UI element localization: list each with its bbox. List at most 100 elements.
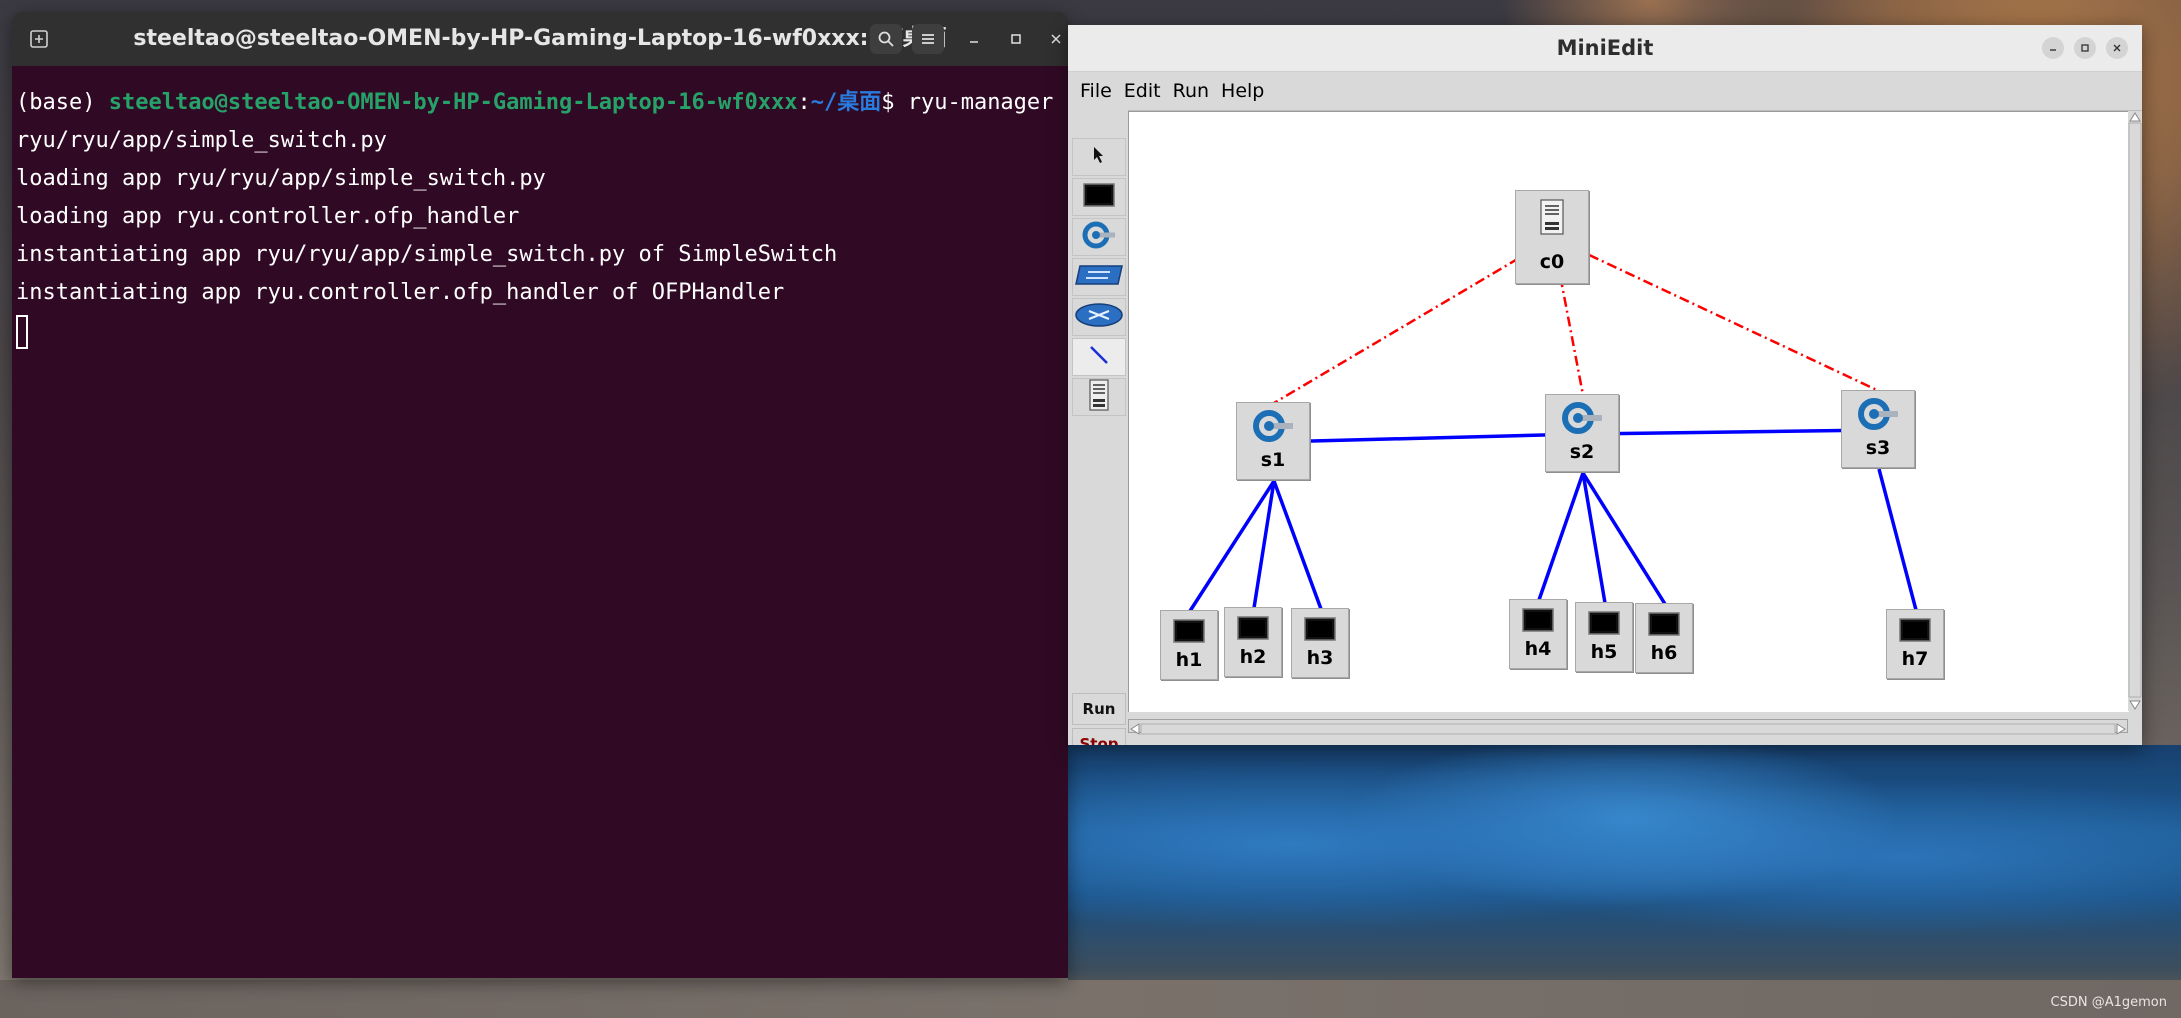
node-label: h2 [1239, 646, 1267, 668]
host-icon [1173, 619, 1205, 647]
link-s1-h2[interactable] [1252, 480, 1276, 609]
close-icon[interactable] [1044, 27, 1068, 51]
horizontal-scrollbar[interactable] [1128, 719, 2128, 735]
menu-icon[interactable] [912, 24, 944, 54]
wallpaper-sea [1068, 745, 2181, 995]
new-tab-icon[interactable] [26, 26, 52, 52]
host-icon [1083, 183, 1115, 211]
switch-tool[interactable] [1072, 218, 1126, 256]
host-icon [1899, 618, 1931, 646]
link-s3-h7[interactable] [1877, 468, 1918, 611]
output-line: instantiating app ryu/ryu/app/simple_swi… [16, 242, 838, 267]
menu-help[interactable]: Help [1221, 80, 1265, 102]
menu-bar: File Edit Run Help [1068, 72, 2142, 111]
select-tool[interactable] [1072, 138, 1126, 176]
host-node-h1[interactable]: h1 [1160, 610, 1218, 680]
host-icon [1237, 616, 1269, 644]
run-button[interactable]: Run [1072, 693, 1126, 725]
output-line: loading app ryu.controller.ofp_handler [16, 204, 520, 229]
output-line: instantiating app ryu.controller.ofp_han… [16, 280, 785, 305]
node-label: h3 [1306, 647, 1334, 669]
menu-edit[interactable]: Edit [1123, 80, 1161, 102]
topology-canvas[interactable]: c0 s1 s2 s3 h1 [1128, 111, 2129, 712]
host-node-h6[interactable]: h6 [1635, 603, 1693, 673]
node-label: h7 [1901, 648, 1929, 670]
prompt-command: ryu-manager [907, 90, 1054, 115]
node-label: s3 [1865, 437, 1891, 459]
prompt-line: (base) steeltao@steeltao-OMEN-by-HP-Gami… [16, 84, 1064, 122]
output-line: ryu/ryu/app/simple_switch.py [16, 128, 387, 153]
wallpaper-ground [0, 980, 2181, 1018]
link-s1-h1[interactable] [1188, 480, 1276, 612]
controller-node-c0[interactable]: c0 [1515, 190, 1589, 284]
host-node-h3[interactable]: h3 [1291, 608, 1349, 678]
node-label: h4 [1524, 638, 1552, 660]
host-node-h5[interactable]: h5 [1575, 602, 1633, 672]
prompt-env: (base) [16, 90, 109, 115]
miniedit-window[interactable]: MiniEdit File Edit Run Help [1068, 25, 2142, 745]
node-label: s2 [1569, 441, 1595, 463]
vertical-scrollbar[interactable] [2128, 111, 2142, 711]
tool-palette: Run Stop [1068, 110, 1128, 745]
link-s2-h6[interactable] [1581, 472, 1667, 605]
node-label: h5 [1590, 641, 1618, 663]
link-tool[interactable] [1072, 338, 1126, 376]
search-icon[interactable] [870, 24, 902, 54]
host-icon [1304, 617, 1336, 645]
link-icon [1087, 344, 1111, 370]
host-icon [1522, 608, 1554, 636]
miniedit-titlebar[interactable]: MiniEdit [1068, 25, 2142, 72]
prompt-user-host: steeltao@steeltao-OMEN-by-HP-Gaming-Lapt… [108, 90, 798, 115]
controller-icon [1539, 199, 1565, 239]
menu-file[interactable]: File [1080, 80, 1112, 102]
host-node-h4[interactable]: h4 [1509, 599, 1567, 669]
miniedit-title: MiniEdit [1556, 36, 1654, 60]
stop-button[interactable]: Stop [1072, 728, 1126, 745]
link-s2-h4[interactable] [1537, 472, 1585, 601]
minimize-icon[interactable] [2042, 37, 2064, 59]
maximize-icon[interactable] [2074, 37, 2096, 59]
node-label: s1 [1260, 449, 1286, 471]
watermark: CSDN @A1gemon [2050, 995, 2167, 1010]
menu-run[interactable]: Run [1172, 80, 1210, 102]
node-label: h1 [1175, 649, 1203, 671]
host-node-h2[interactable]: h2 [1224, 607, 1282, 677]
node-label: h6 [1650, 642, 1678, 664]
minimize-icon[interactable] [962, 27, 986, 51]
switch-icon [1856, 395, 1900, 437]
prompt-separator: : [797, 90, 811, 115]
controller-icon [1088, 379, 1110, 415]
switch-node-s1[interactable]: s1 [1236, 402, 1310, 480]
switch-icon [1560, 399, 1604, 441]
link-c0-s1[interactable] [1273, 236, 1554, 405]
host-icon [1588, 611, 1620, 639]
legacy-switch-tool[interactable] [1072, 258, 1126, 296]
switch-icon [1081, 220, 1117, 254]
router-icon [1074, 301, 1124, 333]
terminal-window[interactable]: steeltao@steeltao-OMEN-by-HP-Gaming-Lapt… [12, 12, 1068, 978]
terminal-title: steeltao@steeltao-OMEN-by-HP-Gaming-Lapt… [133, 26, 947, 51]
output-line: loading app ryu/ryu/app/simple_switch.py [16, 166, 546, 191]
host-tool[interactable] [1072, 178, 1126, 216]
maximize-icon[interactable] [1004, 27, 1028, 51]
link-c0-s3[interactable] [1552, 236, 1880, 393]
link-s2-s3[interactable] [1582, 428, 1880, 436]
link-s1-s2[interactable] [1273, 432, 1584, 444]
link-s2-h5[interactable] [1581, 472, 1607, 604]
link-s1-h3[interactable] [1272, 480, 1323, 610]
text-cursor [16, 315, 28, 349]
terminal-output[interactable]: (base) steeltao@steeltao-OMEN-by-HP-Gami… [12, 66, 1068, 350]
switch-node-s2[interactable]: s2 [1545, 394, 1619, 472]
router-tool[interactable] [1072, 298, 1126, 336]
select-icon [1092, 146, 1106, 168]
controller-tool[interactable] [1072, 378, 1126, 416]
prompt-path: ~/桌面 [810, 90, 882, 115]
terminal-titlebar[interactable]: steeltao@steeltao-OMEN-by-HP-Gaming-Lapt… [12, 12, 1068, 66]
switch-node-s3[interactable]: s3 [1841, 390, 1915, 468]
host-icon [1648, 612, 1680, 640]
close-icon[interactable] [2106, 37, 2128, 59]
switch-icon [1251, 407, 1295, 449]
node-label: c0 [1539, 251, 1565, 273]
host-node-h7[interactable]: h7 [1886, 609, 1944, 679]
prompt-symbol: $ [881, 90, 908, 115]
